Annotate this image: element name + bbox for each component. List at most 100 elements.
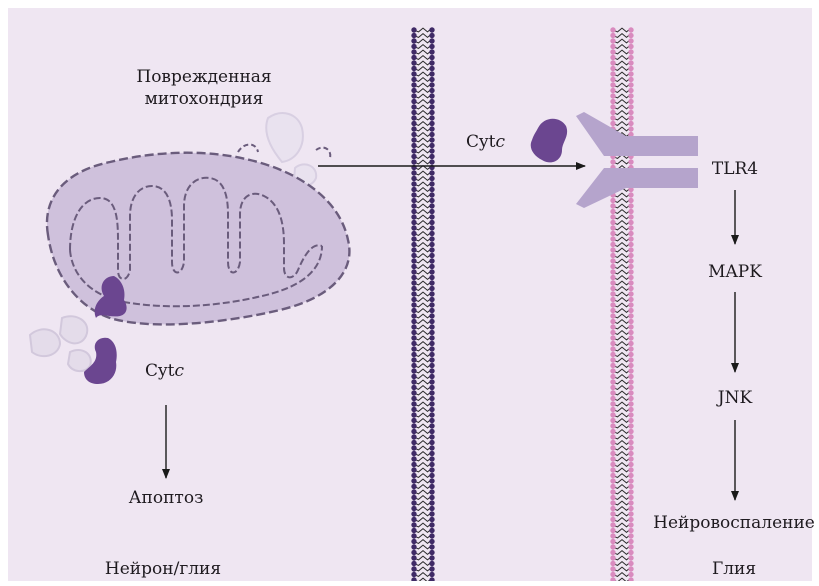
lipid-head	[411, 253, 416, 258]
lipid-head	[429, 385, 434, 390]
lipid-head	[628, 82, 633, 87]
lipid-head	[411, 275, 416, 280]
lipid-head	[610, 550, 615, 555]
lipid-head	[429, 561, 434, 566]
lipid-head	[628, 324, 633, 329]
lipid-head	[411, 528, 416, 533]
lipid-head	[429, 137, 434, 142]
lipid-head	[628, 60, 633, 65]
lipid-head	[610, 423, 615, 428]
lipid-head	[429, 203, 434, 208]
lipid-head	[610, 209, 615, 214]
lipid-head	[628, 467, 633, 472]
lipid-head	[610, 253, 615, 258]
lipid-head	[610, 572, 615, 577]
lipid-head	[610, 313, 615, 318]
lipid-head	[610, 110, 615, 115]
lipid-head	[429, 429, 434, 434]
lipid-head	[411, 467, 416, 472]
lipid-head	[411, 319, 416, 324]
lipid-head	[628, 44, 633, 49]
lipid-head	[411, 429, 416, 434]
lipid-head	[628, 462, 633, 467]
lipid-head	[610, 434, 615, 439]
lipid-head	[628, 159, 633, 164]
lipid-head	[628, 104, 633, 109]
mapk-label: MAPK	[708, 261, 762, 283]
lipid-head	[610, 451, 615, 456]
lipid-head	[610, 308, 615, 313]
lipid-head	[610, 66, 615, 71]
lipid-head	[411, 572, 416, 577]
lipid-head	[429, 297, 434, 302]
lipid-head	[429, 363, 434, 368]
lipid-head	[411, 506, 416, 511]
lipid-head	[610, 412, 615, 417]
lipid-head	[411, 242, 416, 247]
lipid-head	[610, 214, 615, 219]
mito-debris-fragment	[30, 329, 60, 356]
lipid-head	[411, 176, 416, 181]
lipid-head	[628, 115, 633, 120]
lipid-head	[628, 203, 633, 208]
lipid-head	[628, 297, 633, 302]
lipid-head	[411, 192, 416, 197]
lipid-head	[628, 77, 633, 82]
lipid-head	[628, 269, 633, 274]
lipid-head	[429, 214, 434, 219]
lipid-head	[610, 280, 615, 285]
lipid-head	[628, 478, 633, 483]
lipid-head	[628, 38, 633, 43]
cytc-intracellular-label-prefix: Cyt	[145, 361, 174, 381]
lipid-head	[610, 297, 615, 302]
lipid-head	[411, 385, 416, 390]
lipid-head	[429, 104, 434, 109]
lipid-head	[628, 555, 633, 560]
lipid-head	[429, 440, 434, 445]
lipid-head	[411, 60, 416, 65]
lipid-head	[411, 247, 416, 252]
lipid-head	[411, 187, 416, 192]
lipid-head	[411, 258, 416, 263]
lipid-head	[429, 264, 434, 269]
neuroinflammation-label: Нейровоспаление	[653, 512, 815, 534]
lipid-head	[411, 390, 416, 395]
lipid-head	[429, 176, 434, 181]
lipid-head	[429, 368, 434, 373]
lipid-head	[628, 253, 633, 258]
lipid-head	[628, 473, 633, 478]
lipid-head	[429, 66, 434, 71]
lipid-head	[628, 489, 633, 494]
lipid-head	[411, 440, 416, 445]
lipid-head	[429, 330, 434, 335]
lipid-head	[411, 401, 416, 406]
lipid-head	[628, 93, 633, 98]
lipid-head	[628, 484, 633, 489]
tlr4-label: TLR4	[712, 158, 758, 180]
lipid-head	[411, 93, 416, 98]
lipid-head	[628, 308, 633, 313]
lipid-head	[411, 159, 416, 164]
lipid-head	[628, 423, 633, 428]
lipid-head	[411, 456, 416, 461]
lipid-head	[411, 71, 416, 76]
lipid-head	[628, 198, 633, 203]
lipid-head	[429, 517, 434, 522]
lipid-head	[411, 335, 416, 340]
lipid-head	[610, 225, 615, 230]
lipid-head	[610, 49, 615, 54]
lipid-head	[628, 49, 633, 54]
lipid-head	[411, 209, 416, 214]
lipid-head	[628, 264, 633, 269]
lipid-head	[411, 484, 416, 489]
lipid-head	[628, 225, 633, 230]
lipid-head	[429, 236, 434, 241]
lipid-head	[610, 456, 615, 461]
lipid-head	[429, 49, 434, 54]
lipid-head	[628, 550, 633, 555]
lipid-head	[411, 44, 416, 49]
lipid-head	[429, 550, 434, 555]
lipid-head	[628, 566, 633, 571]
lipid-head	[429, 253, 434, 258]
